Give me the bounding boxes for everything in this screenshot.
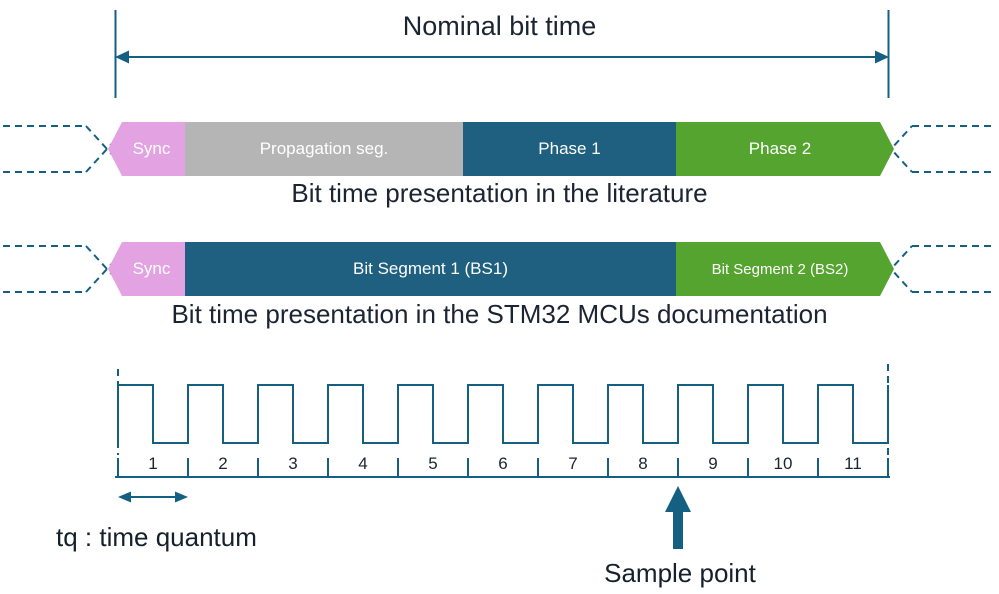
segment-phase2: Phase 2 xyxy=(676,122,894,176)
quantum-number: 10 xyxy=(773,454,793,473)
segment-label: Sync xyxy=(132,139,171,158)
clock-waveform xyxy=(117,364,889,455)
stm32-bit-bar: Sync Bit Segment 1 (BS1) Bit Segment 2 (… xyxy=(108,242,894,296)
quantum-number: 2 xyxy=(218,454,228,473)
sample-point-arrow xyxy=(665,486,691,549)
quantum-number: 6 xyxy=(498,454,508,473)
quantum-numbers: 1 2 3 4 5 6 7 8 9 10 11 xyxy=(118,453,888,475)
nominal-bit-time-arrow xyxy=(114,10,890,98)
quantum-number: 1 xyxy=(148,454,158,473)
quantum-number: 7 xyxy=(568,454,578,473)
quantum-number: 9 xyxy=(708,454,718,473)
literature-caption: Bit time presentation in the literature xyxy=(291,178,708,208)
segment-sync: Sync xyxy=(108,122,185,176)
quantum-number: 3 xyxy=(288,454,298,473)
segment-label: Phase 2 xyxy=(748,139,812,158)
literature-bar-dashed-ends xyxy=(3,125,996,173)
tq-arrow xyxy=(118,491,188,503)
segment-label: Bit Segment 2 (BS2) xyxy=(711,260,849,278)
sample-point-label: Sample point xyxy=(604,558,756,588)
segment-label: Bit Segment 1 (BS1) xyxy=(353,259,508,278)
quantum-number: 5 xyxy=(428,454,438,473)
time-quantum-ruler xyxy=(115,458,890,478)
literature-bit-bar: Sync Propagation seg. Phase 1 Phase 2 xyxy=(108,122,894,176)
nominal-bit-time-label: Nominal bit time xyxy=(402,11,597,41)
stm32-bar-dashed-ends xyxy=(3,245,996,293)
quantum-number: 4 xyxy=(358,454,368,473)
segment-label: Propagation seg. xyxy=(259,139,389,158)
quantum-number: 11 xyxy=(844,454,862,473)
segment-bs2: Bit Segment 2 (BS2) xyxy=(676,242,894,296)
segment-sync: Sync xyxy=(108,242,185,296)
segment-label: Sync xyxy=(132,259,171,278)
segment-bs1: Bit Segment 1 (BS1) xyxy=(185,242,676,296)
segment-phase1: Phase 1 xyxy=(463,122,676,176)
stm32-caption: Bit time presentation in the STM32 MCUs … xyxy=(171,299,828,329)
segment-label: Phase 1 xyxy=(538,139,601,158)
quantum-number: 8 xyxy=(638,454,648,473)
segment-propagation: Propagation seg. xyxy=(185,122,463,176)
tq-label: tq : time quantum xyxy=(56,522,257,552)
